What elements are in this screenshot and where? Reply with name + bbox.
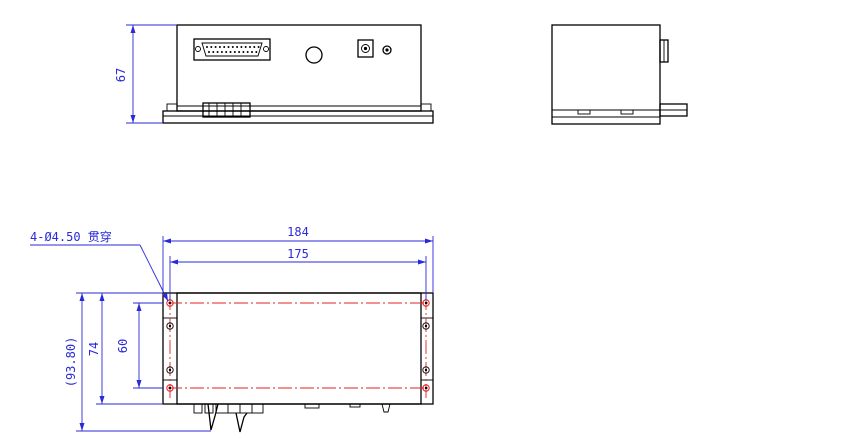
top-view-body — [176, 292, 422, 405]
dimension-label-184: 184 — [287, 225, 309, 239]
top-view-base — [162, 292, 434, 405]
dc-jack — [357, 39, 374, 58]
dimension-hole-pitch-depth: 60 — [116, 302, 163, 389]
dimension-hole-pitch-width: 175 — [169, 247, 427, 300]
top-view — [162, 292, 434, 433]
db25-connector — [193, 38, 271, 61]
dimension-overall-width: 184 — [162, 225, 434, 293]
front-view-base-flange — [162, 110, 434, 124]
dimension-label-60: 60 — [116, 339, 130, 353]
hole-spec-label: 4-Ø4.50 贯穿 — [30, 229, 112, 244]
dimension-front-height: 67 — [114, 24, 177, 124]
terminal-block — [202, 102, 251, 118]
dimension-label-93-80: (93.80) — [64, 337, 78, 388]
mounting-holes — [166, 299, 430, 392]
front-view-body — [176, 24, 422, 112]
front-view — [162, 24, 434, 124]
hole-callout: 4-Ø4.50 贯穿 — [30, 229, 169, 302]
dimension-label-67: 67 — [114, 68, 128, 82]
led-indicator — [382, 45, 392, 55]
dimension-body-depth: 74 — [87, 293, 163, 405]
round-knob — [305, 46, 323, 64]
dimension-overall-depth: (93.80) — [64, 292, 211, 432]
top-view-connectors — [193, 403, 391, 433]
side-view — [551, 24, 688, 125]
dimension-label-74: 74 — [87, 342, 101, 356]
side-view-body — [551, 24, 661, 125]
dimension-label-175: 175 — [287, 247, 309, 261]
